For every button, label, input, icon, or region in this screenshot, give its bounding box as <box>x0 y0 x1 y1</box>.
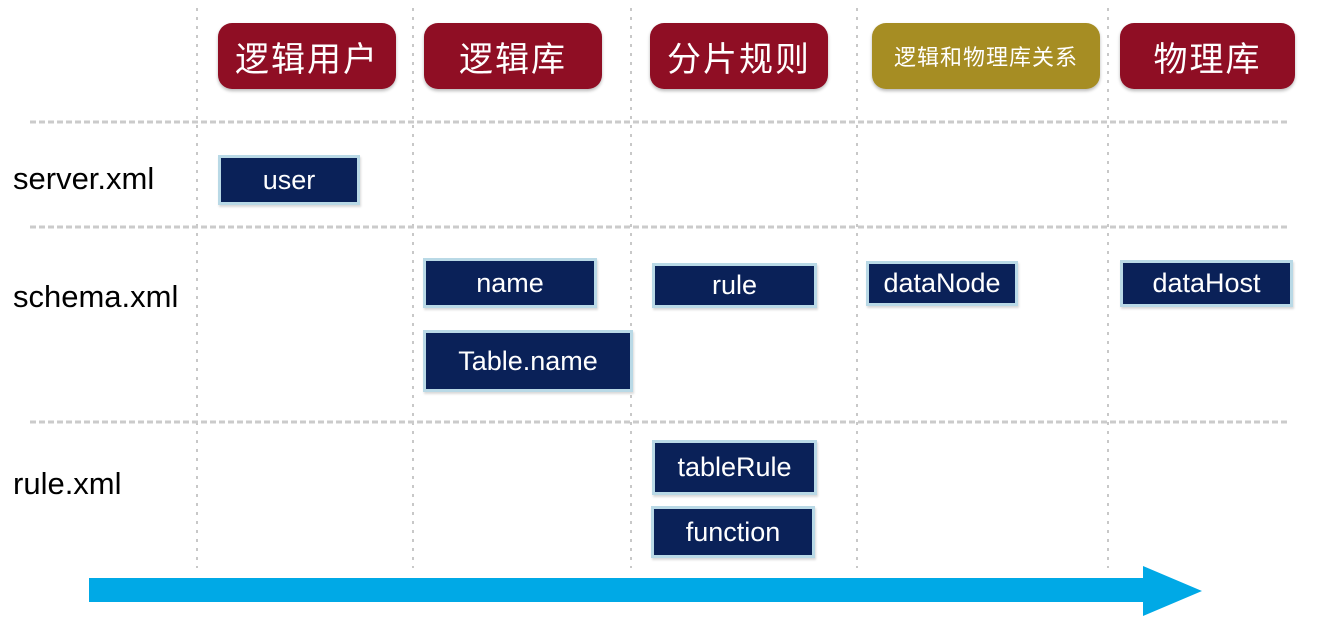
box-table-name: Table.name <box>423 330 633 392</box>
box-dataNode: dataNode <box>866 261 1018 306</box>
box-user: user <box>218 155 360 205</box>
column-header-label: 分片规则 <box>667 39 811 80</box>
box-label: dataNode <box>883 268 1001 298</box>
column-header-label: 物理库 <box>1153 39 1262 80</box>
column-header-label: 逻辑和物理库关系 <box>893 46 1078 71</box>
box-label: Table.name <box>458 345 598 376</box>
box-label: name <box>476 267 544 298</box>
box-label: tableRule <box>677 452 792 482</box>
column-header-logical-physical-mapping: 逻辑和物理库关系 <box>872 23 1100 89</box>
column-header-label: 逻辑库 <box>459 39 567 80</box>
box-rule: rule <box>652 263 817 308</box>
box-label: dataHost <box>1152 268 1261 298</box>
box-label: user <box>262 164 316 195</box>
column-header-sharding-rule: 分片规则 <box>650 23 828 89</box>
box-name: name <box>423 258 597 308</box>
box-label: rule <box>711 270 758 300</box>
box-dataHost: dataHost <box>1120 260 1293 307</box>
row-label-schema-xml: schema.xml <box>13 279 179 314</box>
row-label-server-xml: server.xml <box>13 161 155 196</box>
row-label-rule-xml: rule.xml <box>13 466 122 501</box>
box-function: function <box>651 506 815 558</box>
timeline-arrow <box>89 566 1202 616</box>
box-tableRule: tableRule <box>652 440 817 495</box>
column-header-label: 逻辑用户 <box>235 39 379 80</box>
column-header-logical-user: 逻辑用户 <box>218 23 396 89</box>
column-header-physical-db: 物理库 <box>1120 23 1295 89</box>
column-header-logical-schema: 逻辑库 <box>424 23 602 89</box>
box-label: function <box>685 516 781 547</box>
